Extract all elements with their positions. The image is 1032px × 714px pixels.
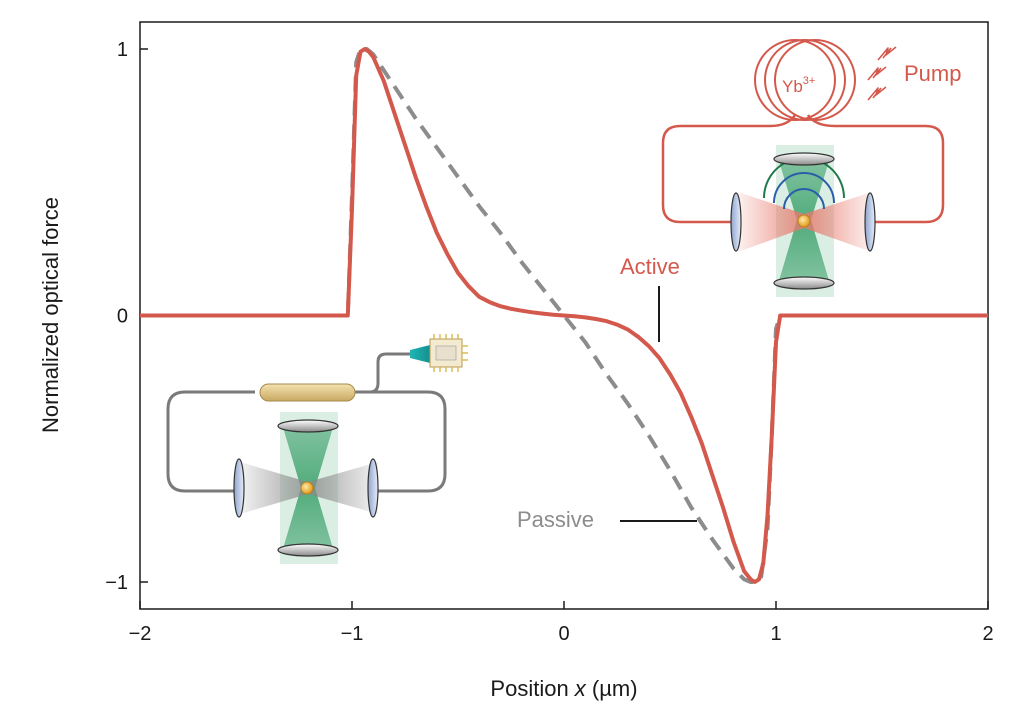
y-axis-label: Normalized optical force [38,197,63,433]
x-tick-label: 2 [982,623,993,645]
passive-setup-illustration [166,334,468,564]
active-series-label: Active [620,254,680,279]
passive-lens-left [233,458,245,518]
active-lens-right [864,192,876,252]
active-cavity-loop [661,124,945,224]
x-tick-label: −1 [341,623,364,645]
active-lens-left [730,192,742,252]
passive-fiber-loop [166,390,447,493]
active-red-beam-left [738,192,804,252]
x-axis-label: Position x (µm) [490,676,637,701]
pump-label: Pump [904,61,961,86]
active-red-beam-right [804,192,872,252]
passive-series-label: Passive [517,507,594,532]
y-tick-label: −1 [105,572,128,594]
active-lens-bottom [773,276,835,290]
passive-cyan-connector [410,345,430,363]
x-tick-label: 0 [558,623,569,645]
passive-fiber-coupler [259,383,356,402]
active-setup-illustration: Yb3+ Pump [661,39,961,297]
passive-grey-beam-right [308,462,378,514]
active-gain-coil-1 [754,39,836,121]
active-gain-coil-2 [764,39,846,121]
ion-label: Yb3+ [782,75,815,96]
active-gain-coil-3 [774,39,856,121]
x-tick-label: 1 [770,623,781,645]
y-tick-label: 0 [117,306,128,328]
passive-lens-right [367,458,379,518]
pump-lightning-icons [867,46,897,101]
passive-grey-beam-left [240,462,308,514]
x-ticks: −2 −1 0 1 2 [129,601,994,645]
series-layer [140,47,988,584]
passive-particle [300,481,314,495]
passive-lens-top [277,419,339,433]
y-tick-label: 1 [117,39,128,61]
x-tick-label: −2 [129,623,152,645]
active-particle [797,214,811,228]
active-series-line [140,47,988,584]
passive-fiber-lead [350,352,410,394]
active-lens-top [773,152,835,166]
passive-lens-bottom [277,543,339,557]
